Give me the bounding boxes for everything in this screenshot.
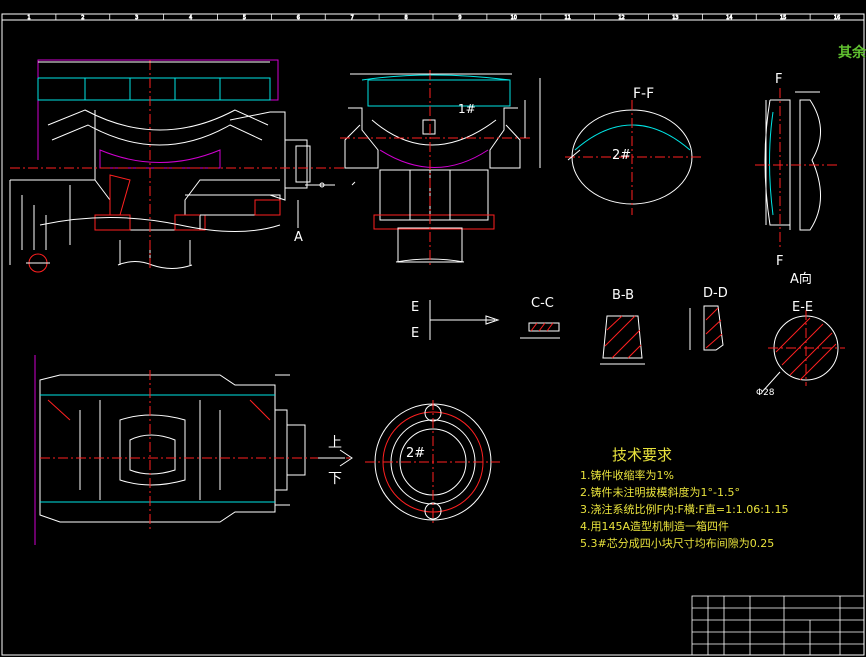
zone-number: 1	[27, 15, 30, 21]
zone-number: 13	[672, 15, 678, 21]
label-e-top: E	[411, 300, 420, 315]
plan-view	[34, 355, 353, 545]
zone-number: 11	[565, 15, 571, 21]
zone-number: 2	[81, 15, 84, 21]
tech-requirement-item: 2.铸件未注明拔模斜度为1°-1.5°	[580, 486, 740, 499]
label-dd: D-D	[703, 286, 728, 301]
main-section-view	[9, 59, 356, 273]
zone-number: 9	[458, 15, 461, 21]
label-cc: C-C	[531, 296, 554, 311]
zone-number: 16	[834, 15, 840, 21]
zone-number: 14	[726, 15, 732, 21]
label-down: 下	[328, 471, 342, 487]
label-ff: F-F	[633, 86, 655, 102]
label-diameter: Φ28	[756, 388, 775, 398]
zone-number: 12	[618, 15, 624, 21]
bb-section-view	[600, 315, 645, 365]
corner-note: 其余	[838, 45, 866, 61]
zone-number: 3	[135, 15, 138, 21]
tech-requirement-item: 3.浇注系统比例F内:F横:F直=1:1.06:1.15	[580, 503, 789, 516]
zone-number: 6	[297, 15, 300, 21]
zone-number: 4	[189, 15, 192, 21]
zone-number: 8	[404, 15, 407, 21]
e-section-arrow	[429, 300, 500, 340]
label-core-2-ff: 2#	[612, 148, 632, 163]
title-block	[691, 595, 865, 656]
label-a-arrow: A	[294, 230, 303, 245]
zone-number: 15	[780, 15, 786, 21]
label-bb: B-B	[612, 288, 635, 303]
a-direction-view	[755, 88, 840, 250]
tech-requirement-item: 4.用145A造型机制造一箱四件	[580, 520, 730, 533]
tech-requirement-item: 1.铸件收缩率为1%	[580, 469, 674, 482]
drawing-frame	[1, 13, 865, 656]
ring-section-view	[365, 400, 500, 525]
label-a-view: A向	[790, 272, 812, 287]
side-section-view	[340, 70, 541, 265]
zone-number: 5	[243, 15, 246, 21]
tech-requirement-item: 5.3#芯分成四小块尺寸均布间隙为0.25	[580, 537, 775, 550]
ff-section-view	[565, 100, 702, 215]
label-ee: E-E	[792, 300, 814, 315]
cc-section-view	[520, 322, 560, 339]
dd-section-view	[689, 305, 724, 351]
tech-requirements-title: 技术要求	[612, 446, 673, 464]
zone-number: 10	[511, 15, 517, 21]
zone-number: 7	[351, 15, 354, 21]
ee-section-view	[761, 310, 845, 393]
label-core-2-bottom: 2#	[406, 446, 426, 461]
label-core-1: 1#	[458, 102, 476, 116]
label-f-top: F	[775, 72, 783, 87]
label-e-bottom: E	[411, 326, 420, 341]
label-f-bottom: F	[776, 254, 784, 269]
label-up: 上	[328, 435, 342, 451]
